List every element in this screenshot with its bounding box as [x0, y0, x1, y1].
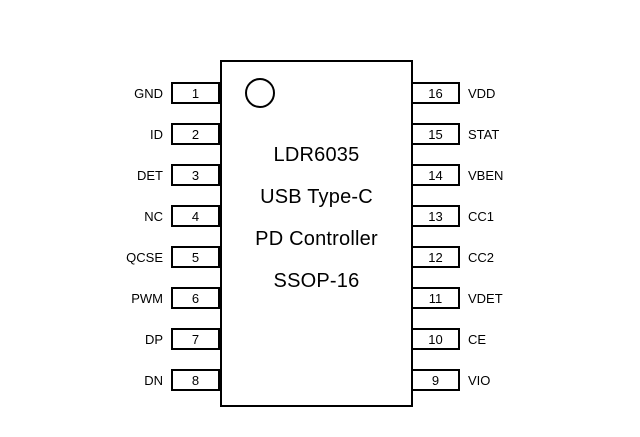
pin-label: GND: [134, 85, 163, 101]
pin-number-box: 5: [171, 246, 220, 268]
pin-label: VDD: [468, 85, 496, 101]
pin-row-10: 10 CE: [411, 328, 640, 350]
pin-number-box: 12: [411, 246, 460, 268]
pin-number-box: 7: [171, 328, 220, 350]
pin-number-box: 3: [171, 164, 220, 186]
pin-number-box: 16: [411, 82, 460, 104]
pin-number-box: 15: [411, 123, 460, 145]
pin-number-box: 1: [171, 82, 220, 104]
chip-name: LDR6035: [273, 144, 360, 166]
pin-row-14: 14 VBEN: [411, 164, 640, 186]
pin-row-16: 16 VDD: [411, 82, 640, 104]
pin-label: CC1: [468, 208, 495, 224]
pin-row-8: DN 8: [0, 369, 220, 391]
pin-number-box: 8: [171, 369, 220, 391]
pin-number-box: 2: [171, 123, 220, 145]
pin-number-box: 6: [171, 287, 220, 309]
pin-number-box: 9: [411, 369, 460, 391]
pin-label: DN: [144, 372, 163, 388]
pin-row-12: 12 CC2: [411, 246, 640, 268]
pin-label: ID: [150, 126, 163, 142]
chip-subtitle-2: PD Controller: [255, 228, 378, 250]
pin-row-15: 15 STAT: [411, 123, 640, 145]
pin-label: VIO: [468, 372, 491, 388]
pin-label: QCSE: [126, 249, 163, 265]
chip-title-block: LDR6035 USB Type-C PD Controller SSOP-16: [222, 134, 411, 302]
pin-label: DP: [144, 331, 163, 347]
chip-body: LDR6035 USB Type-C PD Controller SSOP-16: [220, 60, 413, 407]
pin-row-4: NC 4: [0, 205, 220, 227]
pin-row-7: DP 7: [0, 328, 220, 350]
pin-number-box: 4: [171, 205, 220, 227]
pin-number-box: 14: [411, 164, 460, 186]
pin-label: PWM: [131, 290, 163, 306]
pin-row-13: 13 CC1: [411, 205, 640, 227]
pin-label: VBEN: [468, 167, 504, 183]
pin-row-9: 9 VIO: [411, 369, 640, 391]
chip-subtitle-1: USB Type-C: [260, 186, 373, 208]
pin-label: STAT: [468, 126, 500, 142]
pin-row-6: PWM 6: [0, 287, 220, 309]
pin-row-3: DET 3: [0, 164, 220, 186]
pin-number-box: 11: [411, 287, 460, 309]
pin-label: CE: [468, 331, 487, 347]
pin-row-5: QCSE 5: [0, 246, 220, 268]
pin-row-1: GND 1: [0, 82, 220, 104]
chip-package: SSOP-16: [273, 270, 360, 292]
pin-number-box: 13: [411, 205, 460, 227]
pin-row-11: 11 VDET: [411, 287, 640, 309]
pin-label: CC2: [468, 249, 495, 265]
pin-label: DET: [137, 167, 163, 183]
pin-number-box: 10: [411, 328, 460, 350]
pin1-indicator-circle-icon: [245, 78, 275, 108]
pin-label: VDET: [468, 290, 503, 306]
pin-label: NC: [144, 208, 163, 224]
pin-row-2: ID 2: [0, 123, 220, 145]
